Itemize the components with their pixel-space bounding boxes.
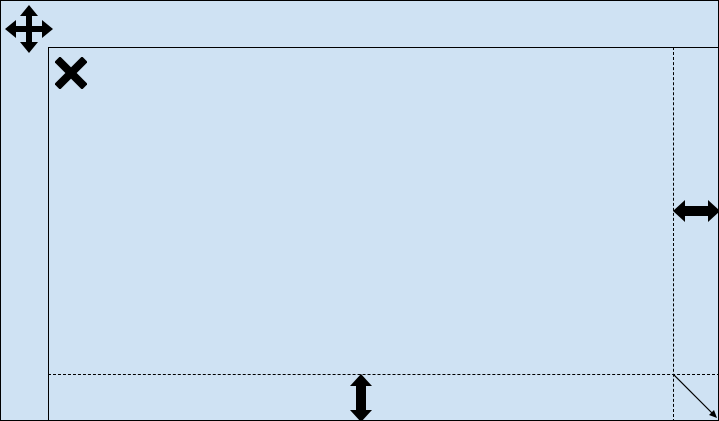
diagonal-resize-arrow-icon xyxy=(672,373,717,418)
content-frame xyxy=(48,47,718,420)
double-arrow-horizontal-icon xyxy=(673,200,718,222)
close-x-icon xyxy=(54,56,88,90)
resize-diagonal-handle[interactable] xyxy=(672,373,718,420)
horizontal-resize-guide xyxy=(48,374,718,375)
resize-horizontal-handle[interactable] xyxy=(673,197,718,225)
move-arrows-icon xyxy=(5,5,53,53)
vertical-resize-guide xyxy=(673,47,674,420)
close-handle[interactable] xyxy=(54,56,88,90)
move-handle[interactable] xyxy=(5,5,53,53)
resize-vertical-handle[interactable] xyxy=(347,374,375,420)
double-arrow-vertical-icon xyxy=(350,374,372,420)
